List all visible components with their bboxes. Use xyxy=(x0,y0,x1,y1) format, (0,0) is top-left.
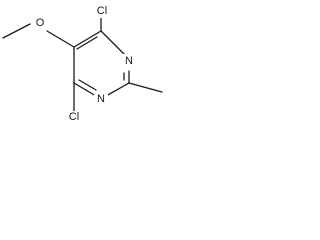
bond-n1-c2 xyxy=(105,82,130,97)
atom-n-upper: N xyxy=(125,55,133,67)
bond-n3-c4 xyxy=(100,30,125,55)
atom-oxygen: O xyxy=(36,17,45,29)
bond-o-methyl xyxy=(2,23,31,39)
bond-c4-c5 xyxy=(73,30,102,48)
bond-c5-o xyxy=(46,30,75,48)
atom-n-lower: N xyxy=(97,93,105,105)
bond-c2-methyl xyxy=(128,82,163,93)
bond-c6-n1-inner xyxy=(78,79,97,91)
atom-cl-top: Cl xyxy=(97,5,107,17)
bond-c6-n1 xyxy=(73,82,97,97)
atom-cl-bottom: Cl xyxy=(69,111,79,123)
bond-c4-c5-inner xyxy=(76,36,98,50)
molecule-structure: Cl Cl O N N xyxy=(2,4,163,125)
